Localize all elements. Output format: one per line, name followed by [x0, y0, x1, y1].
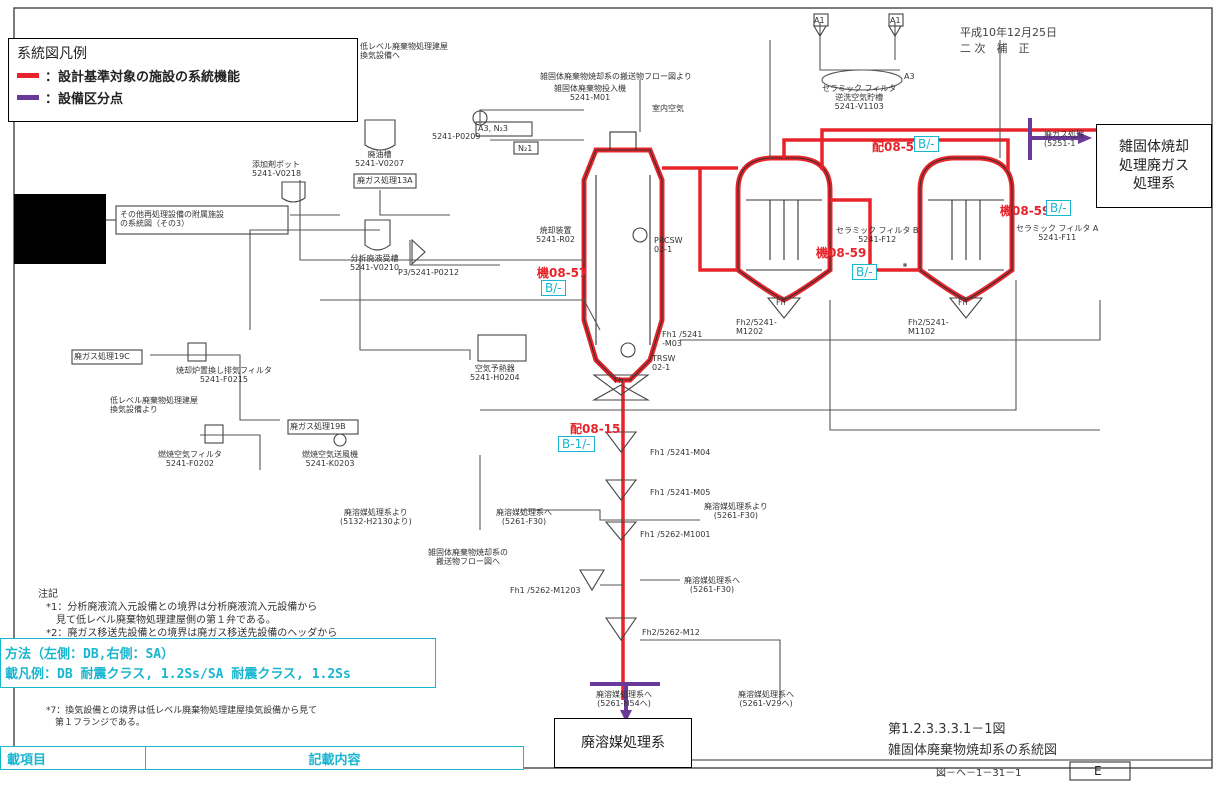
figure-letter: E	[1094, 764, 1102, 778]
legend-item-system: ：設計基準対象の施設の系統機能	[17, 66, 349, 85]
tag-h0815-class: B-1/-	[558, 436, 595, 452]
method-note-line1: 方法（左側：DB,右側：SA）	[5, 647, 175, 662]
label-filter-b: セラミック フィルタ B 5241-F12	[836, 226, 919, 245]
label-n2: N₂1	[518, 144, 533, 153]
label-filter-f0202: 燃焼空気フィルタ 5241-F0202	[158, 450, 222, 469]
figure-title: 第1.2.3.3.3.1－1図 雑固体廃棄物焼却系の系統図	[888, 722, 1058, 758]
label-trsw: TRSW 02-1	[652, 354, 676, 373]
label-a3n2: A3, N₂3	[478, 124, 508, 133]
legend-item-boundary: ：設備区分点	[17, 88, 349, 107]
label-solvent-to-right1: 廃溶媒処理系へ (5261-F30)	[684, 576, 740, 595]
label-solvent-to-left: 廃溶媒処理系へ (5261-F30)	[496, 508, 552, 527]
tag-k0857: 機08-57	[537, 266, 588, 280]
ceramic-filter-b	[735, 155, 833, 303]
label-fh-m1202: Fh2/5241- M1202	[736, 318, 777, 337]
boundary-markers	[590, 118, 1078, 712]
purple-line-swatch	[17, 95, 39, 100]
label-solvent-from-left: 廃溶媒処理系より (5132-H2130より)	[340, 508, 412, 527]
label-gas-13a: 廃ガス処理13A	[357, 176, 413, 185]
page-frame	[13, 7, 1213, 769]
label-fh-m05: Fh1 /5241-M05	[650, 488, 711, 497]
label-pump-p0212: P3/5241-P0212	[398, 268, 460, 277]
legend: 系統図凡例 ：設計基準対象の施設の系統機能 ：設備区分点	[8, 38, 358, 122]
label-fh-m03: Fh1 /5241 -M03	[662, 330, 703, 349]
label-incinerator: 焼却装置 5241-R02	[536, 226, 575, 245]
label-pump-p0209: 5241-P0209	[432, 132, 481, 141]
redaction-box	[14, 194, 106, 264]
tag-k0859-a: 機08-59	[1000, 204, 1051, 218]
tag-k0857-class: B/-	[541, 280, 566, 296]
table-header-right: 記載内容	[145, 746, 524, 770]
tag-k0859-b: 機08-59	[816, 246, 867, 260]
legend-item-label: ：設備区分点	[45, 92, 124, 107]
callout-waste-solvent: 廃溶媒処理系	[554, 718, 692, 768]
label-filter-a: セラミック フィルタ A 5241-F11	[1016, 224, 1099, 243]
ceramic-filter-a	[917, 155, 1015, 303]
label-blower-k0203: 燃焼空気送風機 5241-K0203	[302, 450, 358, 469]
label-analysis-tank: 分析廃液受槽 5241-V0210	[350, 254, 400, 273]
method-note: 方法（左側：DB,右側：SA） 載凡例：DB 耐震クラス, 1.2Ss/SA 耐…	[0, 638, 436, 688]
label-a1-right: A1	[890, 16, 901, 25]
fh-label: Fh	[614, 376, 624, 385]
tag-h085-class: B/-	[914, 136, 939, 152]
label-a1-left: A1	[814, 16, 825, 25]
label-other-system: その他再処理設備の附属施設 の系統図（その3）	[120, 210, 224, 229]
label-solvent-to-v29: 廃溶媒処理系へ (5261-V29へ)	[738, 690, 794, 709]
label-fh-m04: Fh1 /5241-M04	[650, 448, 711, 457]
incinerator-vessel	[581, 131, 665, 383]
label-preheater: 空気予熱器 5241-H0204	[470, 364, 520, 383]
label-low-level-mid: 低レベル廃棄物処理建屋 換気設備より	[110, 396, 198, 415]
label-room-air: 室内空気	[652, 104, 684, 113]
tag-k0859-b-class: B/-	[852, 264, 877, 280]
label-a3-right: A3	[904, 72, 915, 81]
legend-item-label: ：設計基準対象の施設の系統機能	[45, 70, 241, 85]
label-reverse-tank: セラミック フィルタ 逆洗空気貯槽 5241-V1103	[822, 84, 897, 112]
label-gas-out: 廃ガス処理 (5251-1	[1044, 130, 1084, 149]
record-table: 載項目 記載内容	[0, 746, 524, 770]
label-feed-flow: 雑固体廃棄物焼却系の搬送物フロー図より	[540, 72, 692, 81]
label-filter-f0215: 焼却炉置換し排気フィルタ 5241-F0215	[176, 366, 272, 385]
label-transport-flow: 雑固体廃棄物焼却系の 搬送物フロー図へ	[428, 548, 508, 567]
label-gas-19b: 廃ガス処理19B	[290, 422, 346, 431]
note-1: *1：分析廃液流入元設備との境界は分析廃液流入元設備から 見て低レベル廃棄物処理…	[46, 602, 318, 626]
label-fh-m12: Fh2/5262-M12	[642, 628, 700, 637]
label-gas-19c: 廃ガス処理19C	[74, 352, 130, 361]
label-waste-tank: 廃油槽 5241-V0207	[355, 150, 405, 169]
label-fh-m1102: Fh2/5241- M1102	[908, 318, 949, 337]
label-solvent-to-bottom: 廃溶媒処理系へ (5261-H54へ)	[596, 690, 652, 709]
label-additive-pot: 添加剤ポット 5241-V0218	[252, 160, 302, 179]
note-7: *7：換気設備との境界は低レベル廃棄物処理建屋換気設備から見て 第１フランジであ…	[46, 706, 318, 728]
fh-label: Fh	[776, 298, 786, 307]
notes-title: 注記	[38, 589, 58, 600]
label-prcsw: PRCSW 02-1	[654, 236, 683, 255]
date-stamp: 平成10年12月25日 二 次 補 正	[960, 26, 1057, 55]
label-fh-m1001: Fh1 /5262-M1001	[640, 530, 711, 539]
tag-h0815: 配08-15	[570, 422, 621, 436]
red-line-swatch	[17, 73, 39, 78]
tag-h085: 配08-5	[872, 140, 915, 154]
method-note-line2: 載凡例：DB 耐震クラス, 1.2Ss/SA 耐震クラス, 1.2Ss	[5, 666, 351, 682]
fh-label: Fh	[958, 298, 968, 307]
tag-k0859-a-class: B/-	[1046, 200, 1071, 216]
label-solvent-from-right: 廃溶媒処理系より (5261-F30)	[704, 502, 768, 521]
table-header-left: 載項目	[0, 746, 146, 770]
label-feeder: 雑固体廃棄物投入機 5241-M01	[554, 84, 626, 103]
callout-incineration-gas: 雑固体焼却 処理廃ガス 処理系	[1096, 124, 1212, 208]
figure-number: 図－ヘ－1－31－1	[936, 768, 1022, 779]
legend-title: 系統図凡例	[17, 46, 87, 62]
label-fh-m1203: Fh1 /5262-M1203	[510, 586, 581, 595]
label-low-level-top: 低レベル廃棄物処理建屋 換気設備へ	[360, 42, 448, 61]
